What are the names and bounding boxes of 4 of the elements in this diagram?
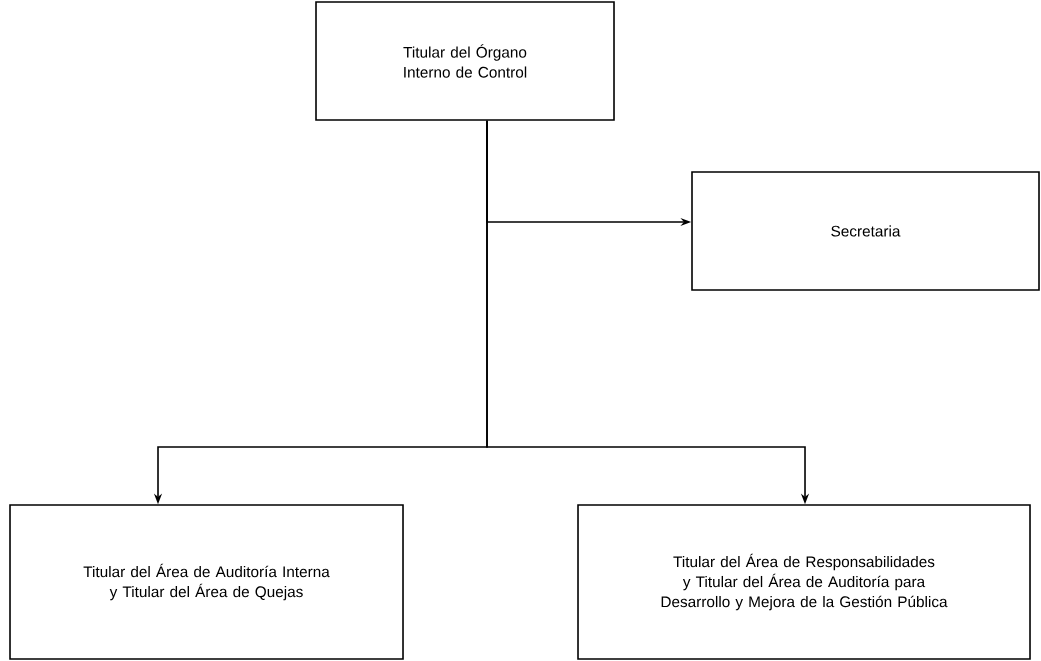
org-box: Titular del Órgano Interno de Control [315, 1, 615, 121]
org-box: Titular del Área de Auditoría Interna y Titular del Área de Quejas [9, 504, 404, 660]
org-box: Titular del Área de Responsabilidades y Titular del Área de Auditoría para Desarrollo y Mejora de la Gestión Pública [577, 504, 1031, 660]
org-box: Secretaria [691, 171, 1040, 291]
